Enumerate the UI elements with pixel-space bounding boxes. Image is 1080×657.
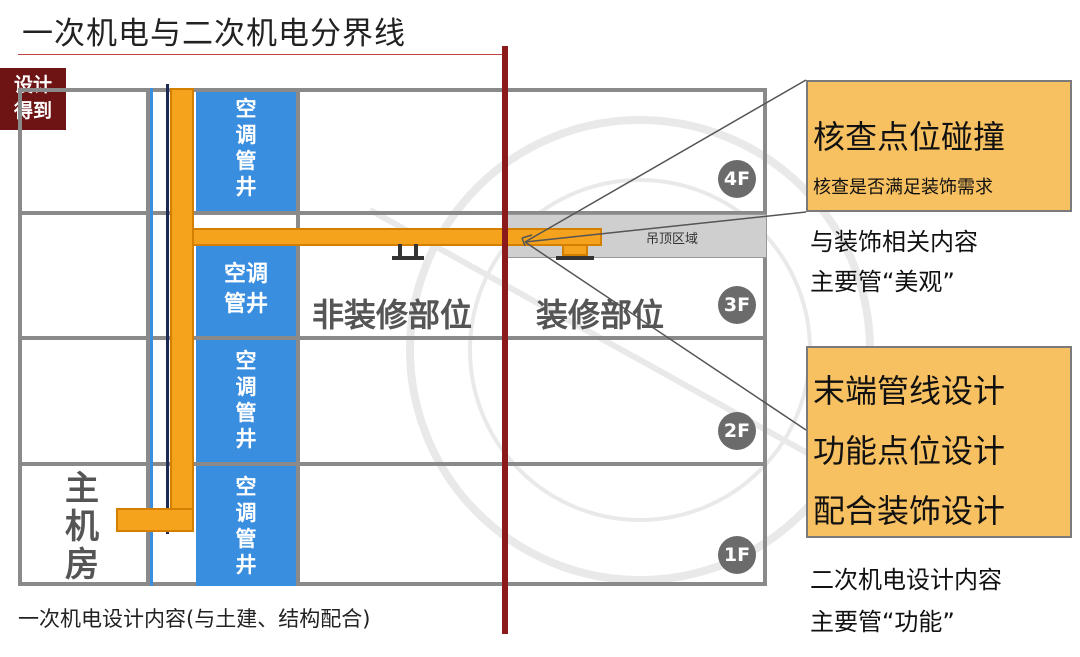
decor-outlet-base <box>556 256 594 260</box>
title-underline <box>18 54 503 55</box>
floor-badge-3f: 3F <box>718 286 756 324</box>
boundary-line <box>502 46 508 634</box>
shaft-char: 井 <box>235 427 257 451</box>
floor-badge-1f: 1F <box>718 536 756 574</box>
shaft-label: 管井 <box>223 292 268 317</box>
floor-divider <box>18 211 767 215</box>
shaft-char: 空 <box>235 475 257 499</box>
floor-badge-4f: 4F <box>718 160 756 198</box>
logo-line-2: 得到 <box>13 100 52 122</box>
decor-outlet <box>562 244 588 256</box>
column-divider <box>146 88 150 586</box>
decoration-zone-label: 装修部位 <box>536 296 665 334</box>
shaft-char: 调 <box>235 501 257 525</box>
shaft-char: 井 <box>235 553 257 577</box>
floor-divider <box>18 462 767 466</box>
connector-line <box>524 241 807 431</box>
shaft-char: 井 <box>235 175 257 199</box>
collision-check-subtext: 核查是否满足装饰需求 <box>813 177 993 198</box>
decoration-caption-line1: 与装饰相关内容 <box>810 228 978 256</box>
secondary-design-item: 配合装饰设计 <box>813 492 1006 530</box>
duct-outlet <box>392 256 424 260</box>
vertical-duct <box>170 88 194 532</box>
shaft-label: 空调 <box>223 262 268 287</box>
shaft-char: 空 <box>235 97 257 121</box>
decoration-caption-line2: 主要管“美观” <box>810 268 955 296</box>
machine-room-duct <box>116 508 194 532</box>
machine-room-char: 房 <box>65 545 99 585</box>
ac-shaft-2f: 空 调 管 井 <box>196 340 296 462</box>
machine-room-char: 主 <box>65 469 99 509</box>
riser-line <box>150 88 153 586</box>
shaft-char: 空 <box>235 349 257 373</box>
column-divider <box>296 88 300 586</box>
shaft-char: 调 <box>235 375 257 399</box>
machine-room-label: 主 机 房 <box>62 470 102 584</box>
collision-check-box <box>806 80 1072 212</box>
shaft-char: 管 <box>235 401 257 425</box>
ac-shaft-3f: 空调 管井 <box>196 244 296 336</box>
shaft-char: 管 <box>235 527 257 551</box>
page-title: 一次机电与二次机电分界线 <box>22 16 406 52</box>
ceiling-zone-label: 吊顶区域 <box>646 232 699 247</box>
secondary-design-item: 末端管线设计 <box>813 372 1006 410</box>
duct-outlet <box>414 244 418 258</box>
secondary-caption-line2: 主要管“功能” <box>810 608 955 636</box>
primary-mep-caption: 一次机电设计内容(与土建、结构配合) <box>18 607 371 631</box>
shaft-char: 管 <box>235 149 257 173</box>
shaft-char: 调 <box>235 123 257 147</box>
horizontal-duct <box>192 228 602 246</box>
ac-shaft-4f: 空 调 管 井 <box>196 92 296 211</box>
machine-room-char: 机 <box>65 507 99 547</box>
riser-line <box>166 84 169 534</box>
floor-divider <box>18 336 767 340</box>
non-decoration-zone-label: 非装修部位 <box>312 296 473 334</box>
ac-shaft-1f: 空 调 管 井 <box>196 466 296 586</box>
connector-line <box>524 211 807 243</box>
collision-check-heading: 核查点位碰撞 <box>813 118 1006 156</box>
duct-outlet <box>398 244 402 258</box>
connector-line <box>524 79 807 243</box>
floor-badge-2f: 2F <box>718 412 756 450</box>
secondary-design-item: 功能点位设计 <box>813 432 1006 470</box>
secondary-design-box <box>806 346 1072 538</box>
secondary-caption-line1: 二次机电设计内容 <box>810 566 1002 594</box>
connector-arrow <box>521 234 533 247</box>
